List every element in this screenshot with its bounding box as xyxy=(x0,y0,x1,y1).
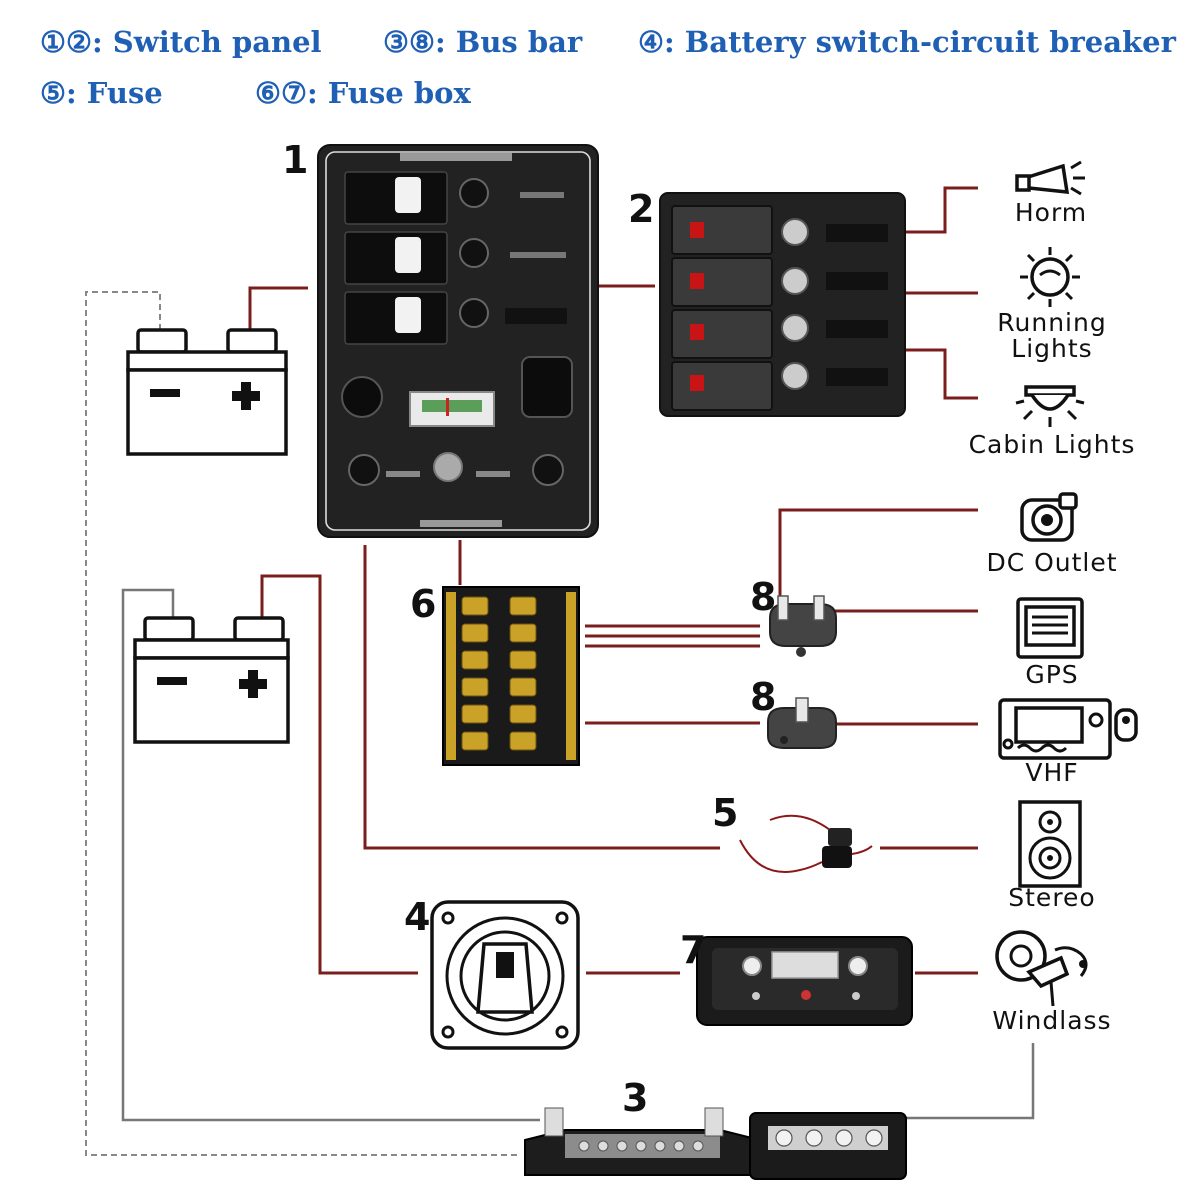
switch-panel-1 xyxy=(317,144,599,538)
dc-outlet-icon xyxy=(1020,492,1078,542)
battery-icon xyxy=(133,616,290,744)
component-number-4: 4 xyxy=(404,895,430,939)
battery-icon xyxy=(126,328,288,456)
wires xyxy=(85,186,1035,1156)
switch-panel-2 xyxy=(659,192,906,417)
device-label-running-lights-1: Running xyxy=(997,308,1106,337)
fuse-box-7 xyxy=(696,936,913,1026)
windlass-icon xyxy=(995,930,1088,1007)
device-label-windlass: Windlass xyxy=(992,1006,1111,1035)
wire-horn xyxy=(905,186,978,234)
wire-busbar8a-dcoutlet xyxy=(778,508,978,610)
device-label-horn: Horm xyxy=(1015,198,1087,227)
component-number-3: 3 xyxy=(622,1076,648,1120)
legend-fuse-box: ⑥⑦: Fuse box xyxy=(255,76,471,110)
wire-cabin-lights xyxy=(905,348,978,400)
wire-panel1-fuse5 xyxy=(363,545,720,850)
vhf-radio-icon xyxy=(998,698,1138,760)
gps-icon xyxy=(1016,597,1084,659)
device-label-running-lights-2: Lights xyxy=(1011,334,1092,363)
wire-battery2-busbar3 xyxy=(121,588,540,1122)
device-label-dc-outlet: DC Outlet xyxy=(986,548,1117,577)
component-number-8b: 8 xyxy=(750,675,776,719)
stereo-speaker-icon xyxy=(1018,800,1082,888)
legend-switch-panel: ①②: Switch panel xyxy=(40,25,322,59)
horn-icon xyxy=(1015,160,1085,196)
wire-battery2-switch4 xyxy=(260,574,418,975)
wire-battery1-panel1 xyxy=(248,286,308,330)
rocker-switch-row xyxy=(344,231,566,285)
inline-fuse-5 xyxy=(739,814,873,873)
device-label-gps: GPS xyxy=(1025,660,1078,689)
device-label-stereo: Stereo xyxy=(1008,883,1095,912)
legend-battery-switch: ④: Battery switch-circuit breaker xyxy=(638,25,1177,59)
legend: ①②: Switch panel ③⑧: Bus bar ④: Battery … xyxy=(40,25,1177,110)
wire-battery1-ground xyxy=(85,291,520,1156)
wire-windlass-ground xyxy=(905,1043,1035,1120)
battery-switch-4 xyxy=(430,900,580,1050)
fuse-box-6 xyxy=(442,586,580,766)
running-lights-icon xyxy=(1020,247,1080,307)
bus-bar-8b xyxy=(767,697,837,749)
rocker-switch-row xyxy=(344,291,567,345)
legend-bus-bar: ③⑧: Bus bar xyxy=(383,25,583,59)
component-number-7: 7 xyxy=(680,928,706,972)
rocker-switch-row xyxy=(344,171,564,225)
component-number-8a: 8 xyxy=(750,575,776,619)
component-number-5: 5 xyxy=(712,791,738,835)
bus-bar-3 xyxy=(524,1107,907,1180)
cabin-lights-icon xyxy=(1015,385,1085,427)
device-label-cabin-lights: Cabin Lights xyxy=(969,430,1136,459)
bus-bar-8a xyxy=(769,595,837,657)
legend-fuse: ⑤: Fuse xyxy=(40,76,163,110)
component-number-1: 1 xyxy=(282,138,308,182)
device-label-vhf: VHF xyxy=(1025,758,1078,787)
component-number-2: 2 xyxy=(628,187,654,231)
component-number-6: 6 xyxy=(410,582,436,626)
